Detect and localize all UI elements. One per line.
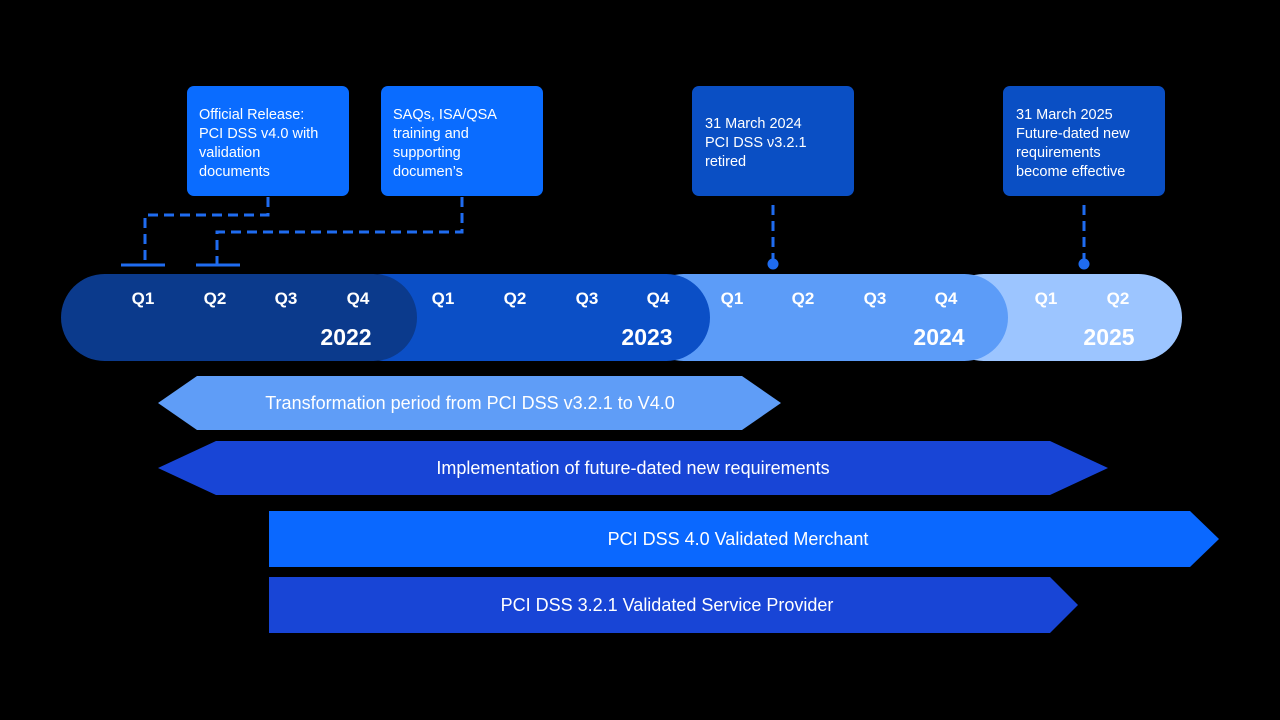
svg-text:SAQs, ISA/QSA training a: SAQs, ISA/QSA training and supporting do… (393, 107, 500, 180)
arrow-label: Transformation period from PCI DSS v3.2.… (265, 393, 675, 413)
connector-dot-march-2024 (767, 258, 779, 270)
callout-line: PCI DSS ν3.2.1 (705, 135, 807, 151)
callout-line: requirements (1016, 145, 1101, 161)
connector-saqs (215, 197, 464, 265)
arrow-shape (158, 376, 781, 430)
timeline-segment-2023 (340, 274, 710, 361)
timeline-segment-2024 (640, 274, 1008, 361)
svg-text:Official Release: PCI DS: Official Release: PCI DSS v4.0 with vali… (199, 107, 322, 180)
quarter-label: Q1 (432, 289, 455, 308)
timeline-bar: Q1 Q2 Q3 Q4 Q1 Q2 Q3 Q4 Q1 Q2 Q3 Q4 Q1 Q… (61, 274, 1182, 361)
quarter-label: Q3 (864, 289, 887, 308)
callout-line: 31 March 2024 (705, 116, 802, 132)
quarter-label: Q4 (347, 289, 370, 308)
callout-line: 31 March 2025 (1016, 107, 1113, 123)
callout-line: SAQs, ISA/QSA (393, 107, 497, 123)
quarter-label: Q4 (647, 289, 670, 308)
svg-text:31 March 2024 PCI DSS ν3: 31 March 2024 PCI DSS ν3.2.1 retired (705, 116, 811, 170)
connector-official-release (143, 197, 270, 265)
callout-box (1003, 86, 1165, 196)
quarter-label: Q4 (935, 289, 958, 308)
quarter-label: Q1 (1035, 289, 1058, 308)
arrow-shape (269, 577, 1078, 633)
callout-box (381, 86, 543, 196)
callout-line: training and (393, 126, 469, 142)
svg-text:31 March 2025 Future-dat: 31 March 2025 Future-dated new requireme… (1016, 107, 1134, 180)
callout-official-release: Official Release: PCI DSS v4.0 with vali… (187, 86, 349, 196)
connector-dot-march-2025 (1078, 258, 1090, 270)
callout-line: become effective (1016, 164, 1125, 180)
quarter-label: Q2 (792, 289, 815, 308)
arrow-shape (269, 511, 1219, 567)
arrow-label: Implementation of future-dated new requi… (436, 458, 829, 478)
arrow-shape (158, 441, 1108, 495)
quarter-label: Q1 (132, 289, 155, 308)
callout-line: documents (199, 164, 270, 180)
arrow-transformation-period: Transformation period from PCI DSS v3.2.… (158, 376, 781, 430)
arrow-validated-service-provider: PCI DSS 3.2.1 Validated Service Provider (269, 577, 1078, 633)
year-label-2025: 2025 (1083, 324, 1134, 350)
quarter-label: Q2 (504, 289, 527, 308)
arrow-label: PCI DSS 4.0 Validated Merchant (608, 529, 869, 549)
year-label-2022: 2022 (320, 324, 371, 350)
quarter-label: Q1 (721, 289, 744, 308)
quarter-label: Q2 (204, 289, 227, 308)
callout-line: supporting (393, 145, 461, 161)
callout-box (187, 86, 349, 196)
arrow-future-dated-implementation: Implementation of future-dated new requi… (158, 441, 1108, 495)
year-label-2024: 2024 (913, 324, 964, 350)
arrow-validated-merchant: PCI DSS 4.0 Validated Merchant (269, 511, 1219, 567)
quarter-label: Q2 (1107, 289, 1130, 308)
year-label-2023: 2023 (621, 324, 672, 350)
callout-line: retired (705, 154, 746, 170)
quarter-label: Q3 (576, 289, 599, 308)
arrow-label: PCI DSS 3.2.1 Validated Service Provider (501, 595, 834, 615)
callout-march-2024: 31 March 2024 PCI DSS ν3.2.1 retired (692, 86, 854, 196)
callout-box (692, 86, 854, 196)
callout-line: PCI DSS v4.0 with (199, 126, 318, 142)
callout-line: documen’s (393, 164, 463, 180)
callout-saqs-training: SAQs, ISA/QSA training and supporting do… (381, 86, 543, 196)
quarter-label: Q3 (275, 289, 298, 308)
callout-line: validation (199, 145, 260, 161)
callout-line: Official Release: (199, 107, 304, 123)
callout-march-2025: 31 March 2025 Future-dated new requireme… (1003, 86, 1165, 196)
callout-line: Future-dated new (1016, 126, 1130, 142)
timeline-segment-2022 (61, 274, 417, 361)
